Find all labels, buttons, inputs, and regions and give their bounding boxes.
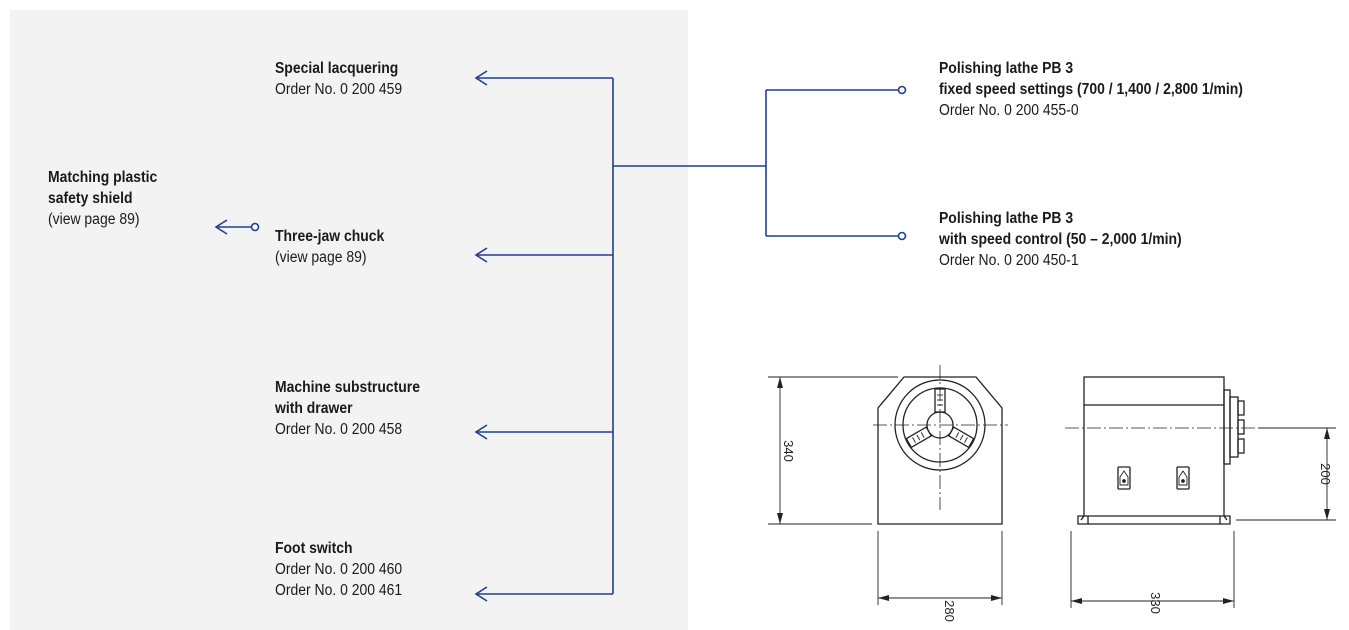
side-body [1083,405,1225,517]
lathe-subtitle: fixed speed settings (700 / 1,400 / 2,80… [939,81,1243,98]
side-foot-right [1219,515,1231,525]
lathe-subtitle: with speed control (50 – 2,000 1/min) [939,231,1182,248]
lathe-1-endpoint-icon [897,85,907,95]
side-view-drawing [1065,376,1336,608]
front-view-drawing [768,365,1008,605]
side-height-label: 200 [1318,463,1333,485]
safety-shield-label: Matching plastic safety shield (view pag… [48,167,157,230]
chuck-jaw [947,426,975,449]
accessory-foot-switch: Foot switch Order No. 0 200 460 Order No… [275,538,402,601]
front-height-label: 340 [781,440,796,462]
connector-lines [214,70,898,602]
lathe-2-endpoint-icon [897,231,907,241]
front-width-label: 280 [942,600,957,622]
accessory-title: with drawer [275,400,353,417]
accessories-panel [10,10,688,630]
shield-arrow-icon [214,219,228,235]
substructure-arrow-icon [474,424,488,440]
accessory-machine-substructure: Machine substructure with drawer Order N… [275,377,420,440]
chuck-jaw [905,426,933,449]
page-reference: (view page 89) [48,211,140,228]
side-flange [1223,389,1231,465]
shield-endpoint-icon [250,222,260,232]
lathe-title: Polishing lathe PB 3 [939,210,1074,227]
accessory-title: Machine substructure [275,379,420,396]
shield-title: Matching plastic [48,169,158,186]
switch-left-icon [1117,466,1131,490]
side-lid [1083,376,1225,406]
accessory-title: Foot switch [275,540,353,557]
accessory-special-lacquering: Special lacquering Order No. 0 200 459 [275,58,402,100]
lacquering-arrow-icon [474,70,488,86]
chuck-arrow-icon [474,247,488,263]
order-number: Order No. 0 200 458 [275,421,403,438]
page-reference: (view page 89) [275,249,367,266]
order-number: Order No. 0 200 459 [275,81,403,98]
order-number: Order No. 0 200 460 [275,561,403,578]
accessory-title: Three-jaw chuck [275,228,385,245]
side-width-label: 330 [1148,592,1163,614]
footswitch-arrow-icon [474,586,488,602]
order-number: Order No. 0 200 450-1 [939,252,1079,269]
accessory-three-jaw-chuck: Three-jaw chuck (view page 89) [275,226,384,268]
switch-right-icon [1176,466,1190,490]
side-chuck-body [1229,396,1239,458]
side-foot-left [1077,515,1089,525]
shield-title: safety shield [48,190,133,207]
order-number: Order No. 0 200 455-0 [939,102,1079,119]
front-housing [877,376,1003,525]
lathe-fixed-speed: Polishing lathe PB 3 fixed speed setting… [939,58,1243,121]
lathe-speed-control: Polishing lathe PB 3 with speed control … [939,208,1182,271]
order-number: Order No. 0 200 461 [275,582,403,599]
accessory-title: Special lacquering [275,60,399,77]
lathe-title: Polishing lathe PB 3 [939,60,1074,77]
